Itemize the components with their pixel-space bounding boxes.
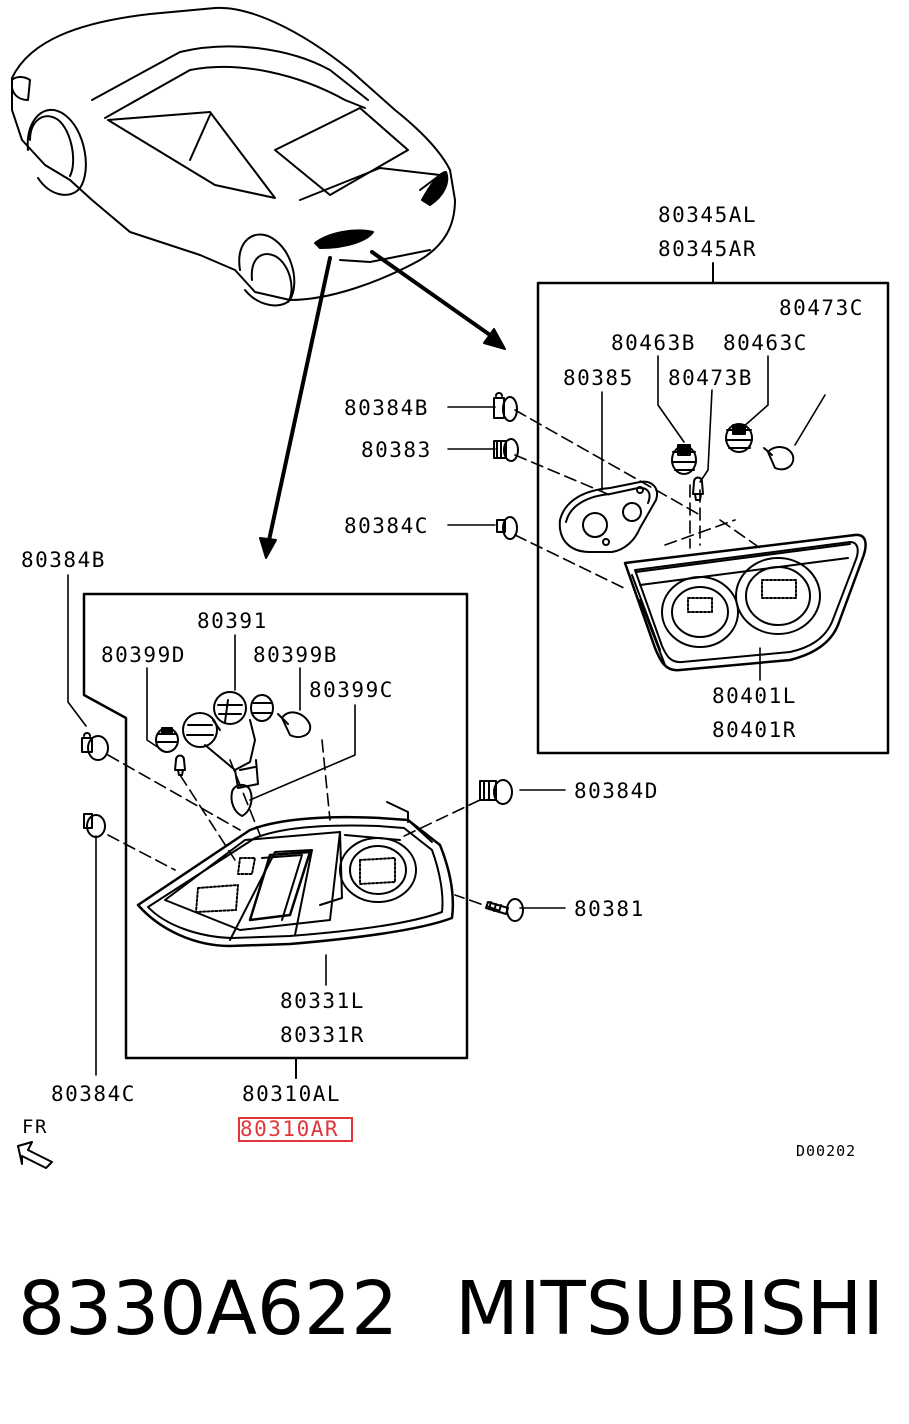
clip-80384b-top <box>493 392 518 422</box>
label-80463b: 80463B <box>611 331 696 355</box>
inner-lamp-kit-box <box>536 281 890 755</box>
label-80463c: 80463C <box>723 331 808 355</box>
socket-80463b <box>671 444 697 475</box>
drawing-code: D00202 <box>796 1142 857 1160</box>
label-80399b: 80399B <box>253 643 338 667</box>
inner-kit-leaders <box>447 355 826 681</box>
socket-harness-80391 <box>182 691 274 789</box>
socket-80399d <box>155 727 179 753</box>
outer-tail-lamp-80331 <box>136 801 455 948</box>
arrow-to-outer-lamp <box>259 256 332 559</box>
label-fr: FR <box>22 1116 48 1138</box>
arrow-to-inner-lamp <box>370 250 506 350</box>
front-direction-arrow-icon <box>17 1141 53 1169</box>
label-80401r: 80401R <box>712 718 797 742</box>
label-80385: 80385 <box>563 366 634 390</box>
inner-tail-lamp-80401 <box>623 533 867 672</box>
bulb-80399c <box>230 784 253 817</box>
inner-kit-dashes <box>514 409 761 591</box>
label-80345al: 80345AL <box>658 203 758 227</box>
label-80399c: 80399C <box>309 678 394 702</box>
brand-name: MITSUBISHI <box>455 1266 885 1352</box>
label-80473c: 80473C <box>779 296 864 320</box>
screw-80381 <box>485 898 524 922</box>
clip-80384c-bottom <box>83 813 106 838</box>
outer-lamp-kit-box <box>82 592 469 1060</box>
label-80384b-left: 80384B <box>21 548 106 572</box>
bulb-small-80399 <box>174 754 186 776</box>
label-80383: 80383 <box>361 438 432 462</box>
label-80345ar: 80345AR <box>658 237 758 261</box>
label-80384c-top: 80384C <box>344 514 429 538</box>
label-80384b-top: 80384B <box>344 396 429 420</box>
gasket-80385 <box>558 480 658 553</box>
label-80384c-bottom: 80384C <box>51 1082 136 1106</box>
label-80401l: 80401L <box>712 684 797 708</box>
label-80310ar-highlighted[interactable]: 80310AR <box>237 1117 354 1142</box>
label-80399d: 80399D <box>101 643 186 667</box>
label-80310al: 80310AL <box>242 1082 342 1106</box>
clip-80384b-left <box>81 732 109 761</box>
clip-80384c-top <box>496 516 518 540</box>
part-number: 8330A622 <box>18 1266 399 1352</box>
label-80331l: 80331L <box>280 989 365 1013</box>
label-80381: 80381 <box>574 897 645 921</box>
label-80331r: 80331R <box>280 1023 365 1047</box>
bulb-80399b <box>277 711 312 738</box>
bulb-80473c <box>763 446 795 471</box>
socket-80463c <box>725 423 753 453</box>
car-outline <box>11 6 456 307</box>
label-80391: 80391 <box>197 609 268 633</box>
screw-80383 <box>493 438 519 462</box>
label-80473b: 80473B <box>668 366 753 390</box>
screw-80384d <box>479 779 513 805</box>
bulb-80473b <box>692 476 704 501</box>
label-80384d: 80384D <box>574 779 659 803</box>
